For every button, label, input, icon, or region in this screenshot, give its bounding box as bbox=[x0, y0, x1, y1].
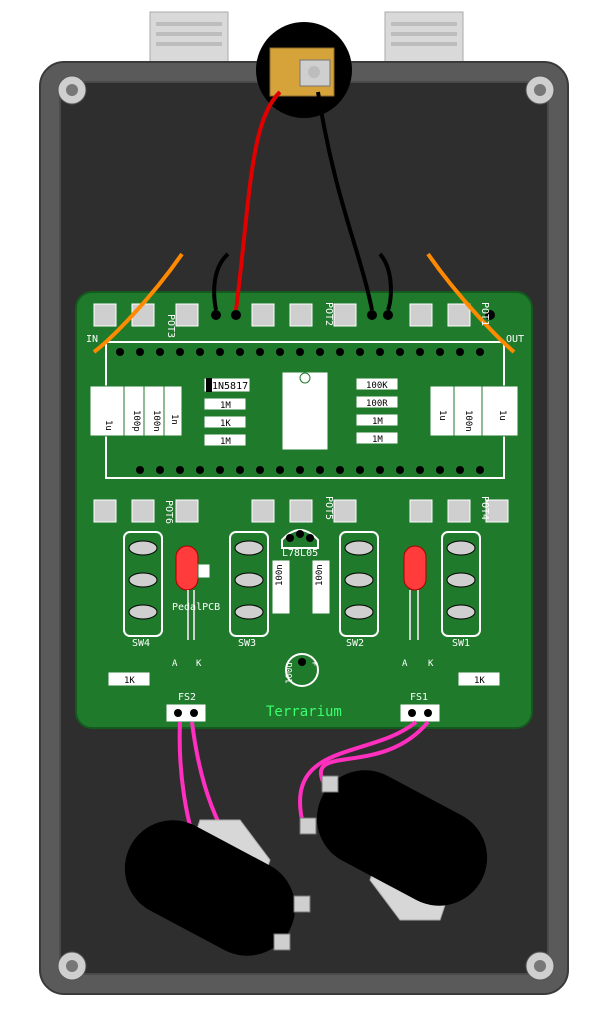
value-cap-mid-2: 100n bbox=[315, 564, 325, 586]
value-r-left-3: 1M bbox=[220, 437, 231, 447]
header-pads bbox=[93, 303, 495, 327]
label-sw2: SW2 bbox=[346, 638, 364, 649]
value-left-2: 100p bbox=[131, 410, 141, 432]
svg-text:+: + bbox=[312, 658, 318, 669]
label-tl072: TL072 bbox=[297, 404, 308, 434]
value-right-2: 100n bbox=[463, 410, 473, 432]
led-resistors bbox=[107, 671, 501, 687]
footswitch-right bbox=[299, 770, 488, 921]
label-fs2: FS2 bbox=[178, 692, 196, 703]
label-sw1: SW1 bbox=[452, 638, 470, 649]
footswitch-pads bbox=[165, 703, 441, 723]
label-fs1: FS1 bbox=[410, 692, 428, 703]
label-pot1: POT1 bbox=[479, 302, 490, 326]
value-left-4: 1n bbox=[169, 414, 179, 425]
value-r-right-2: 100R bbox=[366, 399, 388, 409]
label-pot6: POT6 bbox=[163, 500, 174, 524]
label-pot5: POT5 bbox=[323, 496, 334, 520]
label-diode: 1N5817 bbox=[212, 381, 248, 392]
switches bbox=[123, 531, 481, 637]
value-led-res-right: 1K bbox=[474, 676, 485, 686]
value-left-1: 1u bbox=[103, 420, 113, 431]
value-r-right-4: 1M bbox=[372, 435, 383, 445]
label-pot4: POT4 bbox=[479, 496, 490, 520]
left-component-block bbox=[89, 385, 183, 437]
regulator bbox=[281, 529, 319, 549]
label-in: IN bbox=[86, 334, 98, 345]
mid-caps bbox=[271, 559, 331, 615]
right-component-block bbox=[429, 385, 519, 437]
value-r-right-3: 1M bbox=[372, 417, 383, 427]
value-right-3: 1u bbox=[497, 410, 507, 421]
value-right-1: 1u bbox=[437, 410, 447, 421]
label-l78l05: L78L05 bbox=[282, 548, 318, 559]
pcb: + bbox=[75, 291, 533, 729]
electrolytic-cap: + bbox=[285, 653, 319, 687]
value-cap-bottom: 100u bbox=[285, 662, 295, 684]
pin-row-bottom bbox=[136, 466, 484, 474]
value-r-right-1: 100K bbox=[366, 381, 388, 391]
label-pedalpcb: PedalPCB bbox=[172, 602, 220, 613]
value-left-3: 100n bbox=[151, 410, 161, 432]
resistors-left bbox=[203, 397, 247, 447]
value-led-res-left: 1K bbox=[124, 676, 135, 686]
value-r-left-1: 1M bbox=[220, 401, 231, 411]
mid-pot-pads bbox=[93, 499, 509, 523]
resistors-right bbox=[355, 377, 399, 445]
value-cap-mid-1: 100n bbox=[275, 564, 285, 586]
silkscreen-text: IN OUT POT3 POT2 POT1 POT6 POT5 POT4 TL0… bbox=[86, 302, 524, 720]
value-r-left-2: 1K bbox=[220, 419, 231, 429]
label-terrarium: Terrarium bbox=[266, 704, 342, 720]
ic bbox=[281, 371, 329, 451]
label-pot3: POT3 bbox=[165, 314, 176, 338]
label-sw3: SW3 bbox=[238, 638, 256, 649]
label-k-left: K bbox=[196, 659, 202, 669]
pin-row-top bbox=[116, 348, 484, 356]
diode bbox=[203, 377, 251, 393]
label-a-left: A bbox=[172, 659, 178, 669]
label-pot2: POT2 bbox=[323, 302, 334, 326]
label-sw4: SW4 bbox=[132, 638, 150, 649]
label-out: OUT bbox=[506, 334, 524, 345]
label-a-right: A bbox=[402, 659, 408, 669]
leds bbox=[175, 545, 427, 640]
label-k-right: K bbox=[428, 659, 434, 669]
footswitch-left bbox=[124, 819, 311, 956]
